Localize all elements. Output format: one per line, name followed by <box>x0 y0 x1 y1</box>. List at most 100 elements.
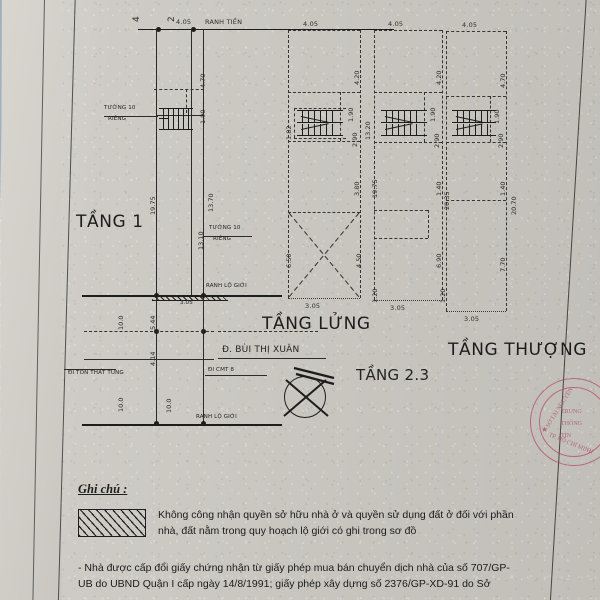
t23-div-1 <box>374 92 442 93</box>
lung-outline-bottom <box>288 298 360 299</box>
lung-stair-box-top <box>294 108 346 109</box>
t23-dim-seg-3: 2.90 <box>433 133 441 148</box>
lung-dim-seg-3: 2.90 <box>351 132 359 147</box>
tt-div-3 <box>446 200 506 201</box>
tt-outline-bottom <box>446 311 506 312</box>
t23-div-v <box>424 92 425 142</box>
node <box>156 27 161 32</box>
lung-bottom-width: 3.05 <box>305 302 321 310</box>
plan1-room-right <box>186 89 187 113</box>
tt-outline-left <box>446 31 447 311</box>
plan1-wall-mid-lower <box>191 91 193 297</box>
plan-title-tang-23: TẦNG 2.3 <box>356 366 430 384</box>
strip-dim: 3.05 <box>180 300 193 306</box>
t23-bottom-width: 3.05 <box>390 304 406 312</box>
legend-paragraph-line-1: - Nhà được cấp đổi giấy chứng nhận từ gi… <box>78 561 510 574</box>
dim-top-width: 4.05 <box>176 18 192 26</box>
plan1-room-top <box>154 89 204 90</box>
lung-dim-seg-1: 4.20 <box>353 70 361 85</box>
legend-heading: Ghi chú : <box>78 482 128 496</box>
t23-dim-seg-4: 1.40 <box>435 181 443 196</box>
tt-div-v <box>490 96 491 142</box>
label-di-ton-that-tung: ĐI TÔN THẤT TÙNG <box>68 370 124 376</box>
street-name: Đ. BÙI THỊ XUÂN <box>222 345 300 355</box>
ranh-lo-gioi-bottom-line <box>82 424 282 426</box>
street-centerline-upper <box>84 331 214 332</box>
lung-top-width: 4.05 <box>303 20 319 28</box>
wall-note-1-line1: TƯỜNG 10 <box>104 105 136 111</box>
lung-dim-seg-2: 1.90 <box>347 107 355 122</box>
wall-note-1-line2: RIÊNG <box>108 116 127 122</box>
offset-2: 10.0 <box>117 397 125 412</box>
tt-dim-seg-5: 7.70 <box>499 257 507 272</box>
t23-outline-left <box>374 30 375 300</box>
node <box>201 293 206 298</box>
tt-div-2 <box>446 142 506 143</box>
lung-outline-top <box>288 30 360 31</box>
legend-hatch-swatch <box>78 509 146 537</box>
label-di-cmt8: ĐI CMT 8 <box>208 367 235 373</box>
dim-right-13-70: 13.70 <box>207 193 215 212</box>
offset-3: 10.0 <box>165 398 173 413</box>
leader-line-wall-note-2 <box>204 236 252 237</box>
wall-note-2-line2: RIÊNG <box>213 236 232 242</box>
tt-bottom-width: 3.05 <box>464 315 480 323</box>
underline-di-ton-that-tung <box>64 369 116 370</box>
t23-div-3v <box>428 210 429 238</box>
node <box>191 27 196 32</box>
lung-x-cross <box>288 212 360 298</box>
street-name-underline <box>218 358 326 360</box>
legend-note-line-1: Không công nhận quyền sở hữu nhà ở và qu… <box>158 509 514 521</box>
underline-di-cmt8 <box>205 375 267 376</box>
dim-bay-a: 4.70 <box>199 73 207 88</box>
lung-outline-left <box>288 30 289 298</box>
lung-x-area-top <box>288 212 360 213</box>
node <box>154 293 159 298</box>
lo-gioi-hatched-strip <box>152 295 228 301</box>
lung-dim-seg-4: 3.80 <box>353 181 361 196</box>
t23-outline-right <box>442 30 443 300</box>
dim-bay-b: 1.90 <box>199 109 207 124</box>
offset-1: 10.0 <box>117 315 125 330</box>
label-ranh-lo-gioi-top: RANH LỘ GIỚI <box>206 283 247 289</box>
plan1-wall-left <box>156 29 158 297</box>
street-centerline-upper-right <box>218 331 318 332</box>
tt-outline-top <box>446 31 506 32</box>
axis-label-2: 2 <box>167 16 177 22</box>
plan-title-tang-1: TẦNG 1 <box>76 212 144 232</box>
t23-outline-bottom <box>374 300 442 301</box>
t23-div-2 <box>374 142 442 143</box>
plan-title-tang-thuong: TẦNG THƯỢNG <box>448 340 588 360</box>
stamp-line-2: TRUNG <box>561 409 582 415</box>
plan1-wall-right <box>203 29 205 297</box>
ranh-tien-line <box>138 29 394 31</box>
street-edge-line <box>84 359 214 360</box>
stamp-line-4: TIN <box>561 433 571 439</box>
label-ranh-lo-gioi-bottom: RANH LỘ GIỚI <box>196 414 237 420</box>
t23-dim-seg-5: 6.90 <box>435 253 443 268</box>
label-ranh-tien: RANH TIỀN <box>205 18 243 26</box>
tt-dim-seg-2: 1.90 <box>493 109 501 124</box>
lung-dim-x-left: 6.50 <box>285 253 293 268</box>
tt-dim-left: 20.35 <box>443 191 451 210</box>
wall-note-2-line1: TƯỜNG 10 <box>209 225 241 231</box>
lung-stair-box-left <box>294 108 295 138</box>
t23-dim-tail-left: 1.20 <box>371 288 379 303</box>
staircase-tang-lung <box>297 110 343 136</box>
legend-block: Ghi chú : Không công nhận quyền sở hữu n… <box>78 482 548 593</box>
lung-div-v <box>340 92 341 141</box>
lung-dim-left: 1.82 <box>285 125 293 140</box>
t23-div-4 <box>374 238 428 239</box>
tt-dim-total: 20.70 <box>510 196 518 215</box>
north-orientation-symbol <box>283 362 335 418</box>
plan-title-tang-lung: TẦNG LỬNG <box>262 314 371 334</box>
tt-div-1 <box>446 96 506 97</box>
leader-line-wall-note-1 <box>104 116 158 117</box>
tt-dim-seg-3: 2.90 <box>497 133 505 148</box>
tt-dim-seg-4: 1.40 <box>499 181 507 196</box>
axis-label-4: 4 <box>132 16 142 22</box>
legend-note-line-2: nhà, đất nằm trong quy hoạch lộ giới có … <box>158 525 417 538</box>
staircase-tang-23 <box>381 110 427 136</box>
tt-top-width: 4.05 <box>462 21 478 29</box>
